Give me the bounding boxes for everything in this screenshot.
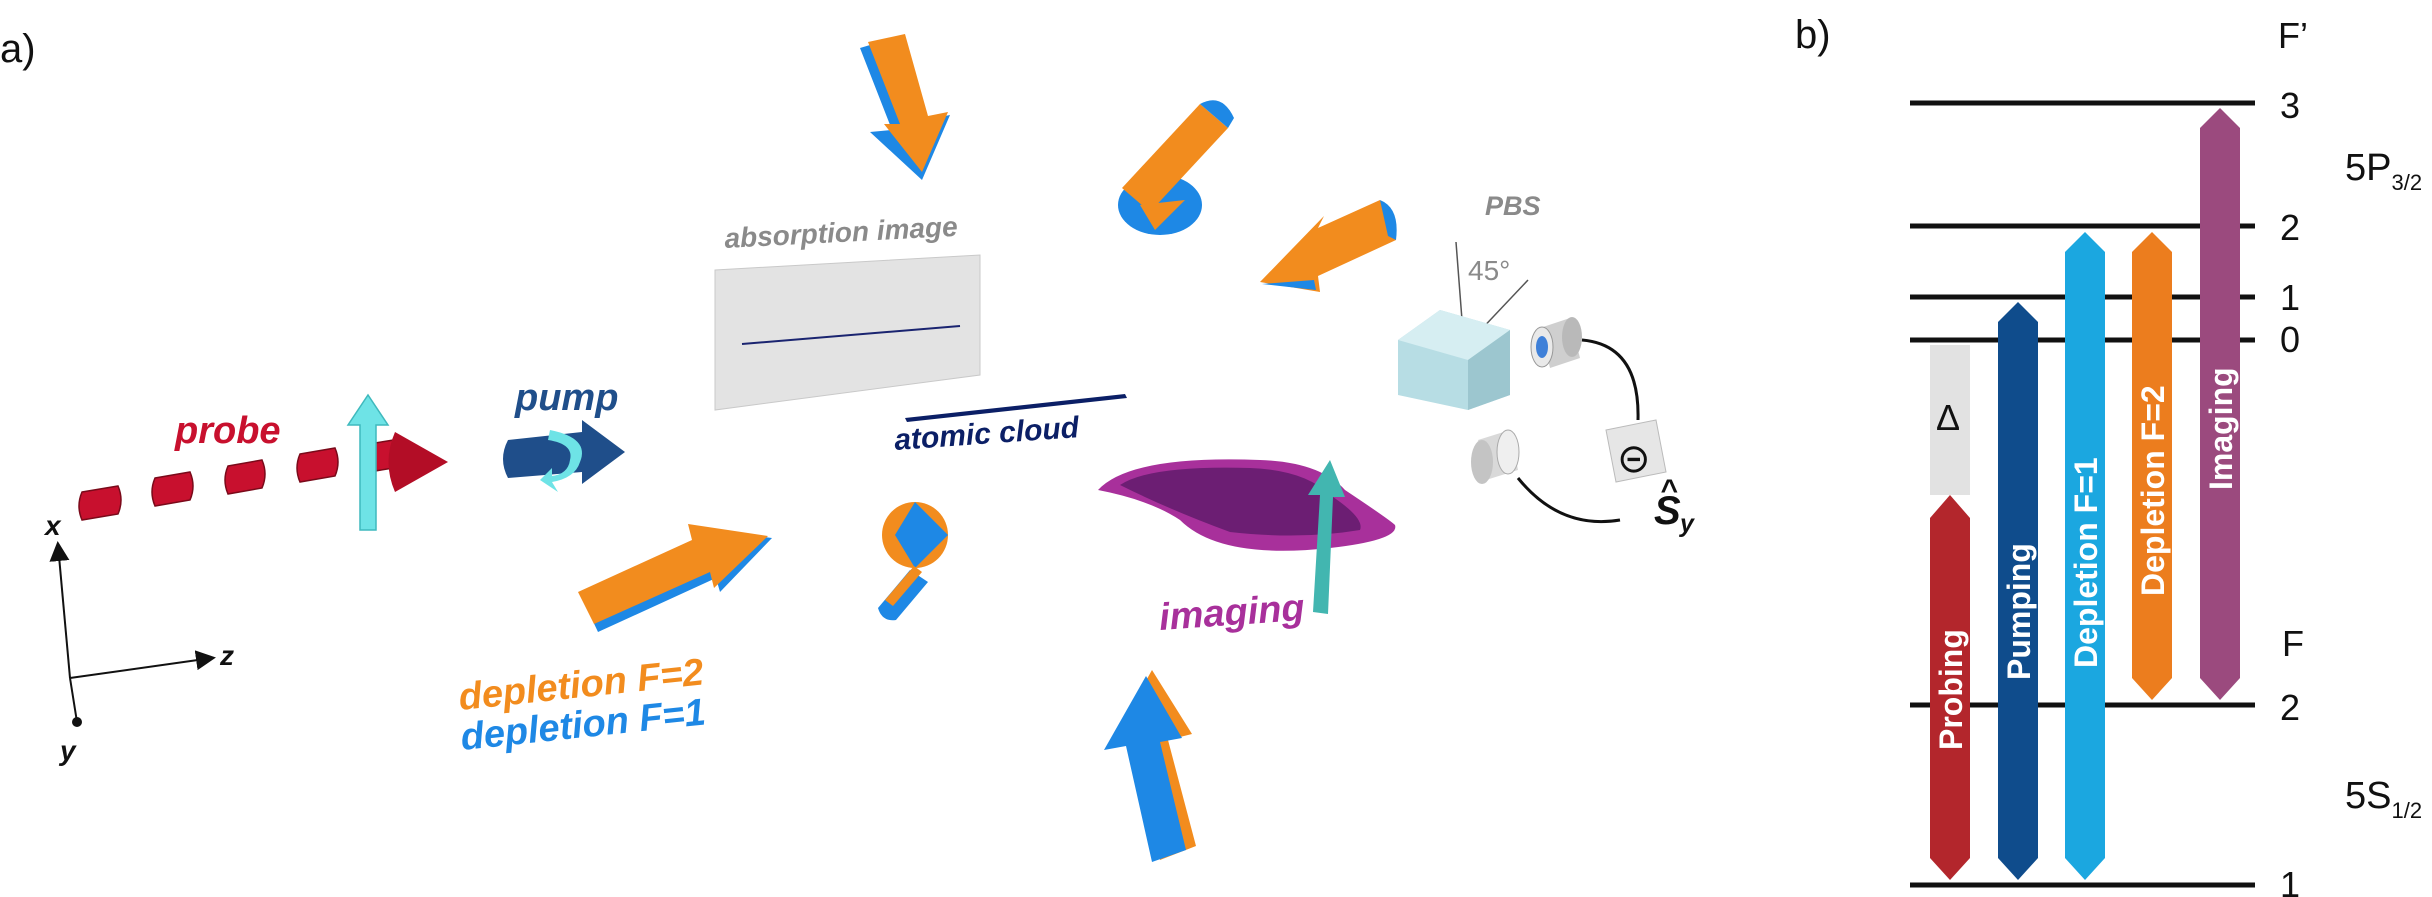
pbs-angle-label: 45° [1468,255,1510,286]
transition-imaging-label: Imaging [2203,367,2239,490]
probe-polarization-arrow [346,393,390,531]
transition-depletion-f1-label: Depletion F=1 [2068,457,2104,668]
probe-label: probe [174,410,281,452]
subtractor-box: ⊝ [1605,419,1667,483]
transition-pumping: Pumping [1998,302,2038,880]
absorption-image-label: absorption image [724,211,959,254]
level-label-2: 2 [2280,207,2300,248]
pump-circular-polarization-icon [540,430,582,492]
operator-subscript: y [1678,510,1695,538]
operator-s: S [1654,489,1681,533]
transition-probing-label: Probing [1933,629,1969,750]
excited-header: F’ [2278,15,2308,56]
pump-beam: pump [503,377,625,492]
transition-depletion-f1: Depletion F=1 [2065,232,2105,880]
level-label-ground-2: 2 [2280,687,2300,728]
detuning-label: Δ [1936,397,1960,438]
probe-arrowhead [388,432,448,492]
operator-hat: ^ [1660,474,1678,507]
imaging-beam: imaging [1098,459,1396,639]
signal-operator-label: ^ S y [1654,474,1695,538]
axis-z-label: z [219,640,234,671]
axis-x-label: x [43,510,62,541]
level-label-ground-1: 1 [2280,864,2300,897]
detector-upper [1530,317,1582,368]
transition-depletion-f2-label: Depletion F=2 [2135,385,2171,596]
transition-pumping-label: Pumping [2001,543,2037,680]
imaging-label: imaging [1158,587,1306,639]
pump-label: pump [514,377,618,419]
panel-a: a) x z y probe [0,27,1695,862]
pbs-label: PBS [1485,191,1541,221]
depletion-arrow-top [860,34,950,180]
panel-b-tag: b) [1795,13,1831,57]
pbs-assembly: PBS 45° [1398,191,1695,538]
depletion-arrow-bottom [1104,670,1196,862]
excited-state-name: 5P3/2 [2345,147,2422,195]
depletion-arrow-lower-left [578,524,772,632]
level-label-1: 1 [2280,277,2300,318]
depletion-arrow-right [1260,200,1397,292]
panel-a-tag: a) [0,27,36,71]
level-label-0: 0 [2280,319,2300,360]
transition-imaging: Imaging [2200,108,2240,700]
panel-b: b) F’ 3 2 1 0 F 2 1 5P3/2 5S1/2 Δ [1795,13,2422,897]
axis-y-label: y [58,735,77,766]
detuning-box: Δ [1930,345,1970,495]
transition-probing: Probing [1930,495,1970,880]
depletion-arrow-center [878,502,948,621]
level-label-3: 3 [2280,85,2300,126]
coordinate-axes: x z y [43,510,234,766]
detector-lower [1471,429,1520,484]
atomic-cloud: atomic cloud [893,394,1127,457]
depletion-arrow-upper-middle [1118,100,1234,235]
absorption-image: absorption image [714,211,981,411]
ground-header: F [2282,623,2304,664]
imaging-polarization-arrow [1308,460,1345,614]
probe-beam: probe [78,393,448,531]
ground-state-name: 5S1/2 [2345,775,2422,823]
subtractor-symbol: ⊝ [1617,437,1651,481]
transition-depletion-f2: Depletion F=2 [2132,232,2172,700]
